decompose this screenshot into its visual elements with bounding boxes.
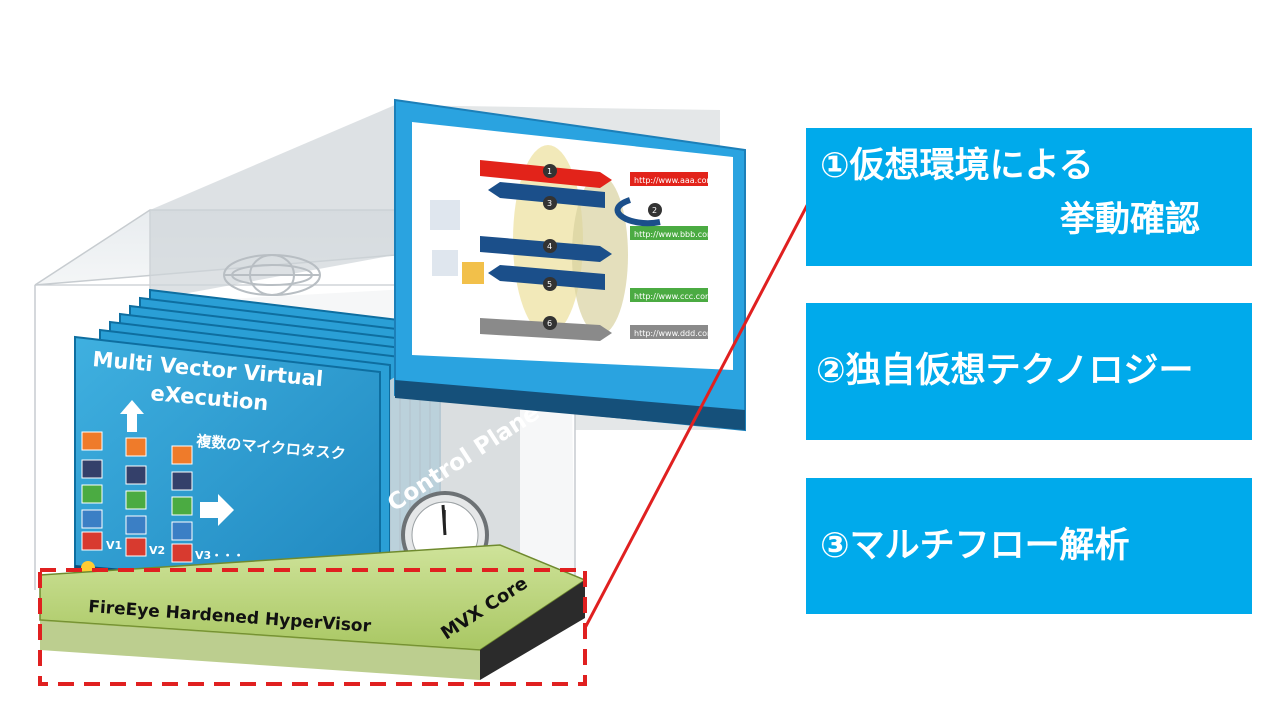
up-arrow-icon <box>120 400 144 432</box>
inset-flow-diagram <box>430 145 708 341</box>
version-label-v2: V2 <box>149 544 165 557</box>
inset-step-4: 4 <box>547 242 552 251</box>
inset-step-3: 3 <box>547 199 552 208</box>
inset-step-2: 2 <box>652 206 657 215</box>
highlight-connector-line <box>583 195 814 629</box>
inset-url-4: http://www.ddd.com <box>634 329 715 338</box>
callout-proprietary-virtual-tech: ②独自仮想テクノロジー <box>806 303 1252 440</box>
callout-1-line1: ①仮想環境による <box>820 146 1094 186</box>
inset-step-6: 6 <box>547 319 552 328</box>
inset-url-3: http://www.ccc.com <box>634 292 713 301</box>
inset-step-1: 1 <box>547 167 552 176</box>
version-label-v1: V1 <box>106 539 122 552</box>
microtask-icon-grid <box>81 431 193 563</box>
globe-icon <box>223 254 321 296</box>
callout-multi-flow-analysis: ③マルチフロー解析 <box>806 478 1252 614</box>
callout-3-text: ③マルチフロー解析 <box>820 526 1130 566</box>
version-label-v3: V3・・・ <box>195 549 244 562</box>
right-arrow-icon <box>200 494 234 526</box>
callout-virtual-behavior: ①仮想環境による 挙動確認 <box>806 128 1252 266</box>
inset-url-1: http://www.aaa.com <box>634 176 714 185</box>
callout-1-line2: 挙動確認 <box>1059 200 1200 240</box>
inset-step-5: 5 <box>547 280 552 289</box>
callout-2-text: ②独自仮想テクノロジー <box>816 351 1194 391</box>
inset-url-2: http://www.bbb.com <box>634 230 715 239</box>
